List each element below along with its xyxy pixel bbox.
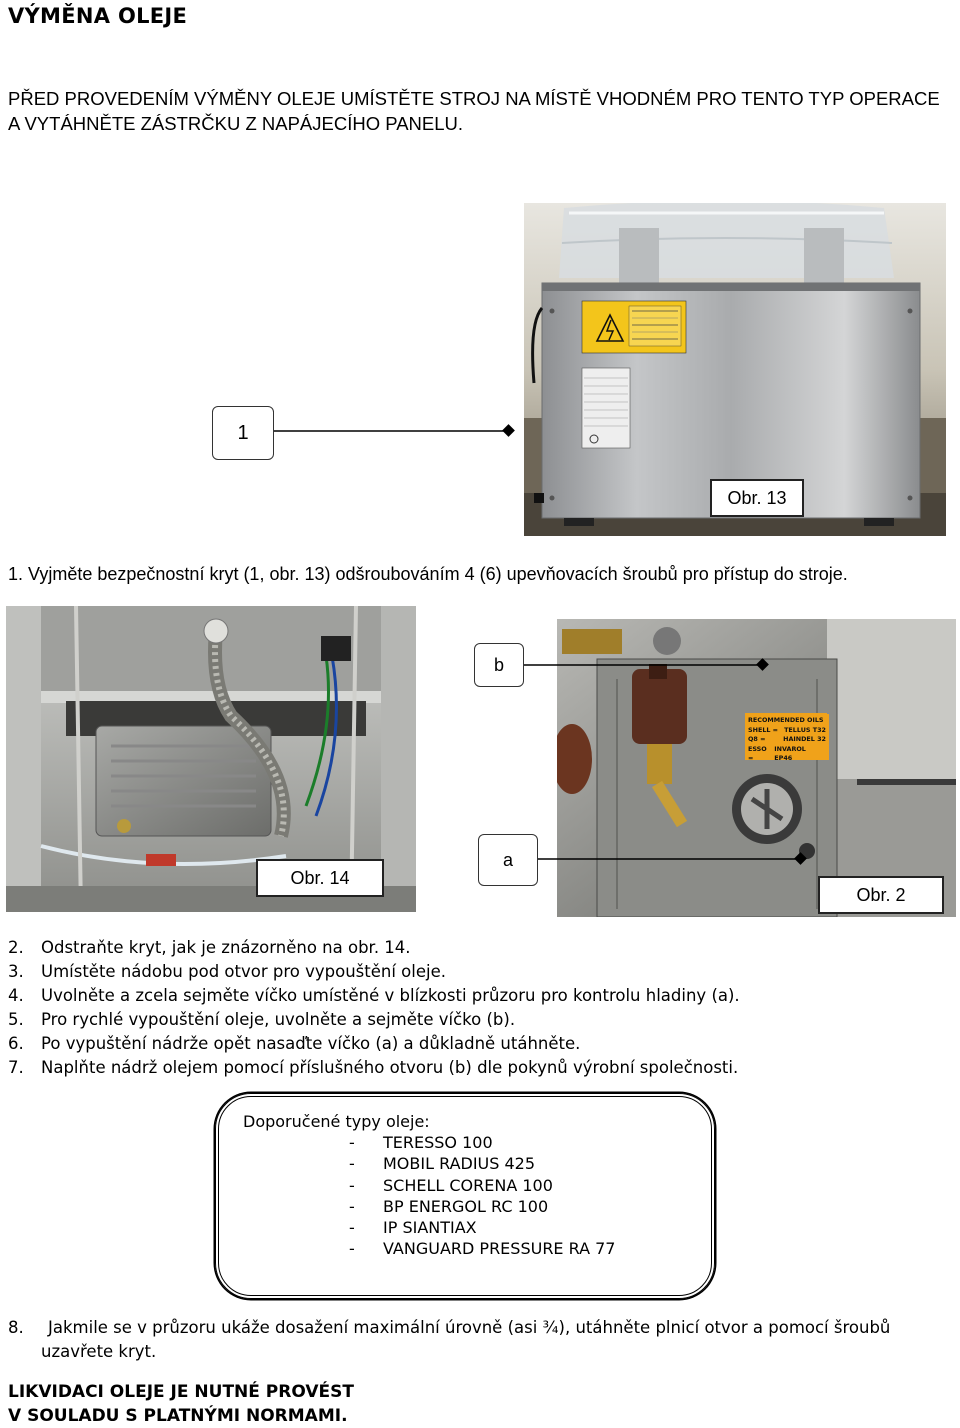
disposal-warning-line1: LIKVIDACI OLEJE JE NUTNÉ PROVÉST <box>8 1382 354 1402</box>
step-number: 4. <box>8 986 24 1005</box>
oil-item-label: MOBIL RADIUS 425 <box>383 1154 536 1174</box>
disposal-warning-line2: V SOULADU S PLATNÝMI NORMAMI. <box>8 1406 348 1426</box>
oil-plate-oil: TELLUS T32 <box>784 725 826 734</box>
figure-13-caption: Obr. 13 <box>710 479 804 517</box>
figure-13-caption-text: Obr. 13 <box>727 487 787 508</box>
callout-b: b <box>474 643 524 687</box>
figure-14-caption-text: Obr. 14 <box>290 867 350 888</box>
step-number: 7. <box>8 1058 24 1077</box>
step-8-text-cont: uzavřete kryt. <box>41 1342 157 1361</box>
step-number: 5. <box>8 1010 24 1029</box>
oil-item-label: VANGUARD PRESSURE RA 77 <box>383 1239 616 1259</box>
page-title: VÝMĚNA OLEJE <box>8 4 188 28</box>
oil-item-label: TERESSO 100 <box>383 1133 493 1153</box>
step-text: Naplňte nádrž olejem pomocí příslušného … <box>41 1058 739 1077</box>
step-1-text: 1. Vyjměte bezpečnostní kryt (1, obr. 13… <box>8 564 848 584</box>
step-item: 7. Naplňte nádrž olejem pomocí příslušnéh… <box>8 1056 908 1080</box>
callout-1-leader <box>274 424 515 437</box>
step-text: Pro rychlé vypouštění oleje, uvolněte a … <box>41 1010 516 1029</box>
oil-plate-brand: ESSO = <box>748 744 767 763</box>
step-item: 4. Uvolněte a zcela sejměte víčko umístěn… <box>8 984 908 1008</box>
oil-plate-oil: INVAROL EP46 <box>774 744 806 763</box>
step-text: Umístěte nádobu pod otvor pro vypouštění… <box>41 962 446 981</box>
step-number: 3. <box>8 962 24 981</box>
figure-13-photo <box>524 203 946 536</box>
disposal-warning: LIKVIDACI OLEJE JE NUTNÉ PROVÉST V SOULA… <box>8 1380 354 1428</box>
step-number: 6. <box>8 1034 24 1053</box>
step-number: 2. <box>8 938 24 957</box>
oil-item: -BP ENERGOL RC 100 <box>349 1196 549 1216</box>
callout-a: a <box>478 834 538 886</box>
oil-item: -IP SIANTIAX <box>349 1218 477 1238</box>
callout-a-leader <box>538 852 807 865</box>
callout-b-label: b <box>493 654 504 675</box>
figure-2-caption-text: Obr. 2 <box>856 884 906 905</box>
oil-item: -TERESSO 100 <box>349 1133 493 1153</box>
oil-plate-oil: HAINDEL 32 <box>783 735 826 743</box>
oil-item-label: BP ENERGOL RC 100 <box>383 1196 549 1216</box>
callout-1: 1 <box>212 406 274 460</box>
figure-2-caption: Obr. 2 <box>818 876 944 914</box>
oil-plate-title: RECOMMENDED OILS <box>748 716 824 724</box>
recommended-oils-plate: RECOMMENDED OILS SHELL = TELLUS T32 Q8 =… <box>745 714 829 762</box>
oil-plate-row: SHELL = TELLUS T32 <box>748 726 826 736</box>
oil-item: -VANGUARD PRESSURE RA 77 <box>349 1239 616 1259</box>
step-item: 5. Pro rychlé vypouštění oleje, uvolněte … <box>8 1008 908 1032</box>
oil-plate-row: ESSO = INVAROL EP46 <box>748 745 826 764</box>
step-8-text: Jakmile se v průzoru ukáže dosažení maxi… <box>48 1318 891 1337</box>
step-text: Odstraňte kryt, jak je znázorněno na obr… <box>41 938 411 957</box>
step-8: 8. Jakmile se v průzoru ukáže dosažení m… <box>8 1316 948 1364</box>
figure-14-photo <box>6 606 416 912</box>
callout-1-label: 1 <box>237 421 249 444</box>
step-1: 1. Vyjměte bezpečnostní kryt (1, obr. 13… <box>8 562 948 586</box>
figure-14-caption: Obr. 14 <box>256 859 384 897</box>
step-item: 3. Umístěte nádobu pod otvor pro vypouště… <box>8 960 908 984</box>
oil-plate-row: Q8 = HAINDEL 32 <box>748 735 826 745</box>
steps-list: 2. Odstraňte kryt, jak je znázorněno na o… <box>8 936 908 1080</box>
step-8-number: 8. <box>8 1318 24 1337</box>
oil-plate-brand: Q8 = <box>748 735 766 743</box>
oil-item: -SCHELL CORENA 100 <box>349 1175 553 1195</box>
recommended-oils-box: Doporučené typy oleje: -TERESSO 100 -MOB… <box>215 1093 715 1299</box>
oil-item: -MOBIL RADIUS 425 <box>349 1154 536 1174</box>
intro-warning: PŘED PROVEDENÍM VÝMĚNY OLEJE UMÍSTĚTE ST… <box>8 88 940 134</box>
step-text: Po vypuštění nádrže opět nasaďte víčko (… <box>41 1034 581 1053</box>
oil-plate-brand: SHELL = <box>748 725 779 734</box>
oils-heading: Doporučené typy oleje: <box>243 1112 430 1131</box>
step-text: Uvolněte a zcela sejměte víčko umístěné … <box>41 986 740 1005</box>
callout-a-label: a <box>502 849 513 870</box>
oil-item-label: IP SIANTIAX <box>383 1218 477 1238</box>
callout-b-leader <box>524 658 769 671</box>
step-item: 6. Po vypuštění nádrže opět nasaďte víčko… <box>8 1032 908 1056</box>
step-item: 2. Odstraňte kryt, jak je znázorněno na o… <box>8 936 908 960</box>
oil-item-label: SCHELL CORENA 100 <box>383 1175 553 1195</box>
